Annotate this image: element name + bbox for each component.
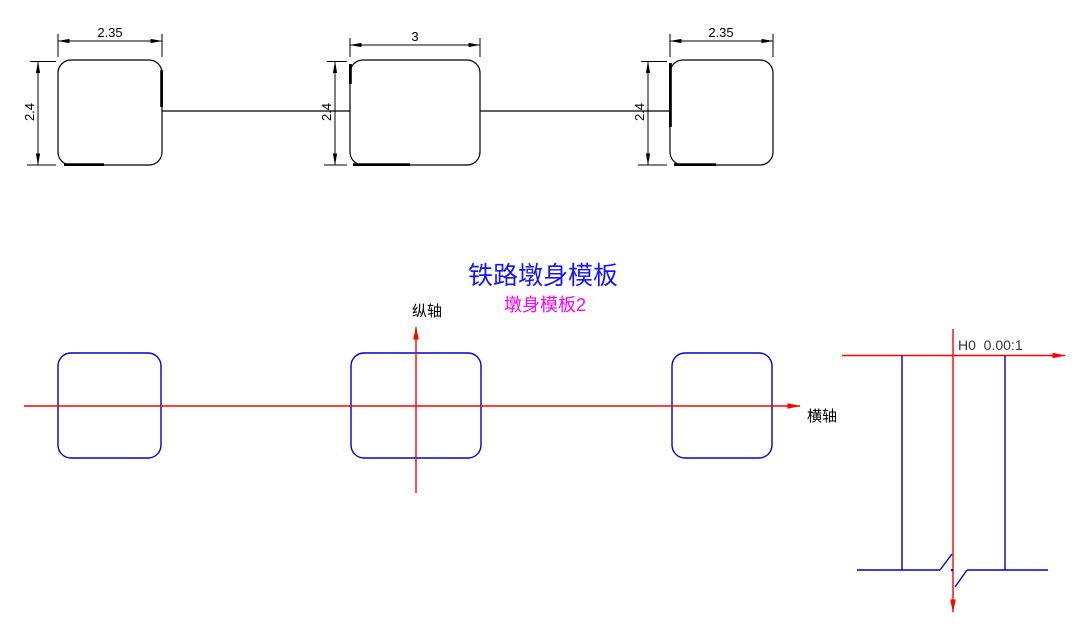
dim-height-middle: 2.4 bbox=[319, 61, 347, 166]
vertical-axis-label: 纵轴 bbox=[412, 303, 442, 320]
dim-width-middle: 3 bbox=[349, 29, 481, 57]
dim-value-width-left: 2.35 bbox=[97, 25, 122, 40]
break-mark-dot bbox=[951, 569, 954, 572]
dim-value-width-middle: 3 bbox=[411, 29, 418, 44]
dim-height-right: 2.4 bbox=[632, 61, 667, 166]
dim-height-left: 2.4 bbox=[22, 61, 56, 166]
dim-value-height-middle: 2.4 bbox=[319, 103, 334, 121]
section-outline-right bbox=[669, 59, 774, 166]
dim-width-left: 2.35 bbox=[57, 25, 163, 57]
break-mark-right bbox=[954, 569, 968, 588]
dim-value-width-right: 2.35 bbox=[708, 25, 733, 40]
break-mark-left bbox=[939, 553, 953, 571]
top-section-views: 2.35 3 2.35 2.4 2.4 bbox=[22, 25, 774, 167]
page-subtitle: 墩身模板2 bbox=[504, 295, 586, 315]
section-outline-middle bbox=[349, 59, 481, 166]
center-axes: 纵轴 横轴 bbox=[24, 303, 837, 493]
pier-profile-view: H0 0.00:1 bbox=[842, 329, 1066, 613]
profile-station-label: H0 0.00:1 bbox=[958, 337, 1023, 353]
page-title: 铁路墩身模板 bbox=[468, 262, 618, 290]
horizontal-axis-label: 横轴 bbox=[807, 408, 837, 425]
dim-value-height-right: 2.4 bbox=[632, 103, 647, 121]
section-outline-left bbox=[57, 59, 163, 166]
dim-value-height-left: 2.4 bbox=[22, 103, 37, 121]
dim-width-right: 2.35 bbox=[669, 25, 774, 57]
